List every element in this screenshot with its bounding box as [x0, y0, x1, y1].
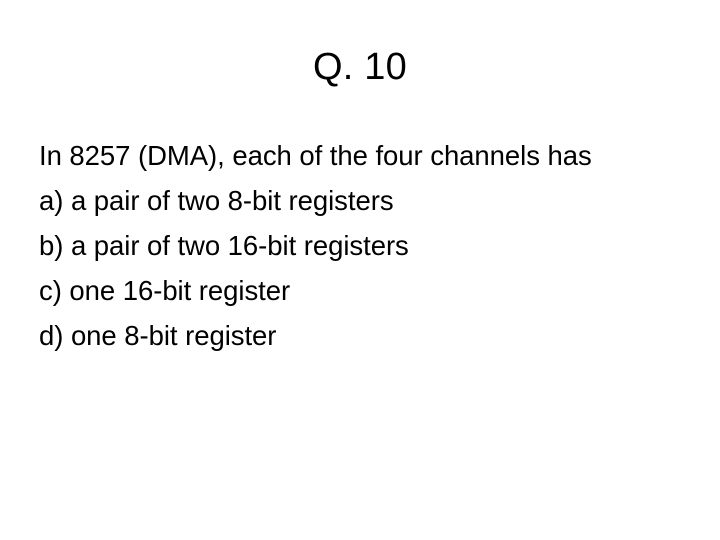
page-title: Q. 10	[313, 46, 407, 88]
answer-option-a[interactable]: a) a pair of two 8-bit registers	[39, 185, 394, 216]
answer-option-c[interactable]: c) one 16-bit register	[39, 275, 291, 306]
question-block: In 8257 (DMA), each of the four channels…	[39, 133, 684, 358]
answer-option-d[interactable]: d) one 8-bit register	[39, 320, 277, 351]
answer-option-b[interactable]: b) a pair of two 16-bit registers	[39, 230, 409, 261]
question-text: In 8257 (DMA), each of the four channels…	[39, 140, 592, 171]
